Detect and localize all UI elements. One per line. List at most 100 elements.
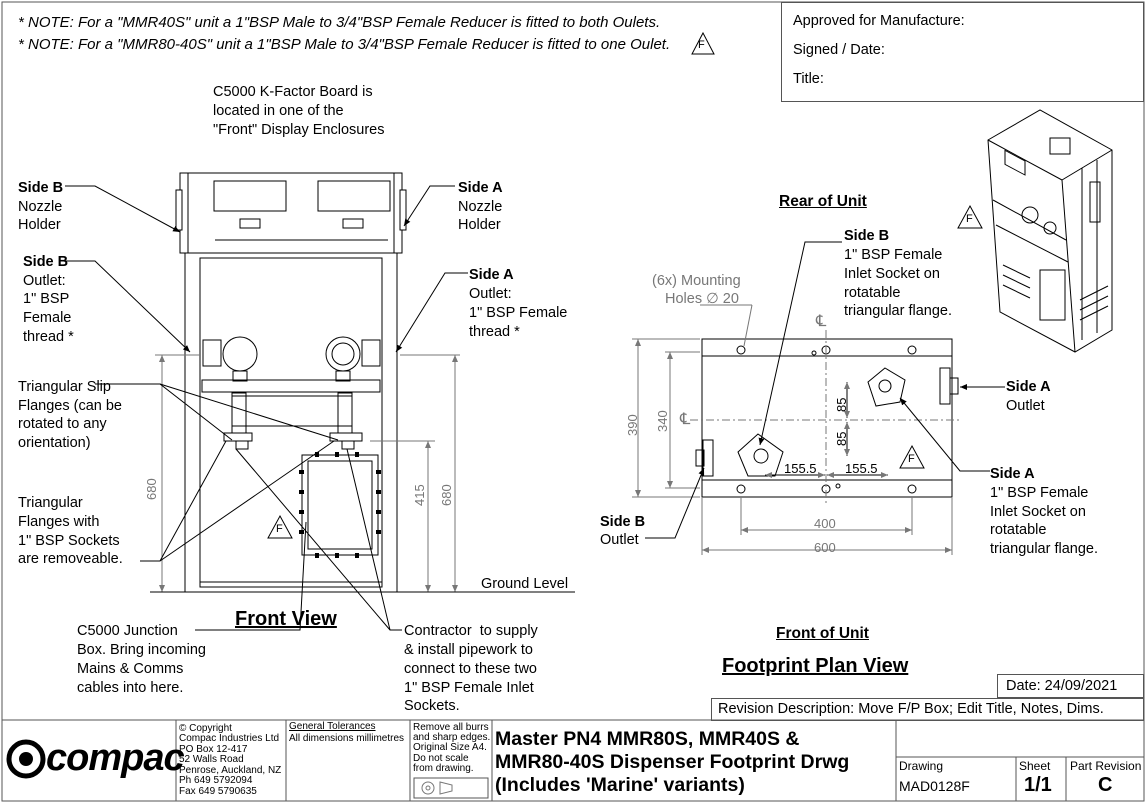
dim-680-right: 680 [439, 484, 454, 506]
plan-side-b-inlet-line-1: 1" BSP Female [844, 247, 943, 263]
title-label: Title: [793, 71, 824, 87]
tri-flanges-line-2: Flanges with [18, 514, 100, 530]
scale-symbol [421, 781, 453, 795]
part-revision-value: C [1098, 774, 1113, 796]
plan-view-leaders [645, 241, 1005, 539]
junction-line-2: Box. Bring incoming [77, 642, 206, 658]
approved-label: Approved for Manufacture: [793, 13, 965, 29]
plan-side-a-inlet-line-2: Inlet Socket on [990, 504, 1086, 520]
plan-view-dimensions [632, 304, 953, 555]
approval-box [781, 2, 1144, 102]
side-b-nozzle-line-1: Nozzle [18, 199, 63, 215]
side-a-nozzle-line-1: Nozzle [458, 199, 503, 215]
f-symbol-notes: F [698, 39, 705, 51]
front-view-drawing [175, 172, 407, 593]
side-b-nozzle-line-2: Holder [18, 217, 61, 233]
company-line-5: Penrose, Auckland, NZ [179, 765, 282, 776]
isometric-view [987, 109, 1113, 353]
part-revision-label: Part Revision [1070, 759, 1142, 773]
sheet-value: 1/1 [1024, 774, 1052, 796]
junction-box-bolts [299, 452, 381, 558]
dim-600: 600 [814, 540, 836, 555]
dim-390: 390 [625, 414, 640, 436]
plan-side-a-inlet-title: Side A [990, 466, 1035, 482]
contractor-line-4: 1" BSP Female Inlet [404, 680, 534, 696]
slip-flanges-line-3: rotated to any [18, 416, 107, 432]
side-a-outlet-line-1: Outlet: [469, 286, 512, 302]
title-line-2: MMR80-40S Dispenser Footprint Drwg [495, 751, 850, 773]
side-a-outlet-title: Side A [469, 267, 514, 283]
centerline-left: ℄ [680, 411, 691, 428]
plan-side-a-inlet-line-4: triangular flange. [990, 541, 1099, 557]
tolerances-text: All dimensions millimetres [289, 733, 405, 744]
side-b-outlet-title: Side B [23, 254, 69, 270]
dim-155-right: 155.5 [845, 461, 878, 476]
dim-155-left: 155.5 [784, 461, 817, 476]
plan-view-drawing [695, 338, 959, 498]
contractor-line-5: Sockets. [404, 698, 460, 714]
plan-side-a-inlet-line-1: 1" BSP Female [990, 485, 1089, 501]
revision-date: Date: 24/09/2021 [1006, 678, 1118, 694]
compac-logo-text: compac [46, 737, 185, 779]
side-b-outlet-line-4: thread * [23, 329, 74, 345]
kfactor-line-2: located in one of the [213, 103, 344, 119]
signed-label: Signed / Date: [793, 42, 885, 58]
burrs-line-5: from drawing. [413, 763, 474, 774]
compac-logo-mark [6, 739, 46, 779]
front-of-unit-label: Front of Unit [776, 625, 869, 642]
centerline-top: ℄ [816, 313, 827, 330]
plan-side-b-inlet-line-3: rotatable [844, 285, 901, 301]
plan-side-b-outlet-line-1: Outlet [600, 532, 639, 548]
company-line-3: PO Box 12-417 [179, 744, 248, 755]
burrs-line-4: Do not scale [413, 753, 469, 764]
f-symbol-front: F [276, 523, 283, 535]
front-view-dimensions [155, 354, 460, 593]
side-a-outlet-line-2: 1" BSP Female [469, 305, 568, 321]
rear-of-unit-label: Rear of Unit [779, 193, 867, 210]
company-line-1: © Copyright [179, 723, 232, 734]
tri-flanges-line-3: 1" BSP Sockets [18, 533, 120, 549]
slip-flanges-line-2: Flanges (can be [18, 398, 122, 414]
plan-side-b-inlet-title: Side B [844, 228, 890, 244]
tri-flanges-line-1: Triangular [18, 495, 83, 511]
slip-flanges-line-1: Triangular Slip [18, 379, 111, 395]
contractor-line-2: & install pipework to [404, 642, 533, 658]
side-b-nozzle-title: Side B [18, 180, 64, 196]
ground-level-label: Ground Level [481, 576, 569, 592]
revision-desc-box [711, 698, 1144, 721]
plan-inner-dims [765, 382, 888, 478]
side-b-outlet-line-2: 1" BSP [23, 291, 70, 307]
company-line-6: Ph 649 5792094 [179, 775, 253, 786]
burrs-line-3: Original Size A4. [413, 742, 487, 753]
junction-line-1: C5000 Junction [77, 623, 178, 639]
mounting-holes-line-1: (6x) Mounting [652, 273, 741, 289]
plan-side-a-outlet-title: Side A [1006, 379, 1051, 395]
mounting-holes-line-2: Holes ∅ 20 [665, 291, 739, 307]
plan-side-b-outlet-title: Side B [600, 514, 646, 530]
plan-side-b-inlet-line-4: triangular flange. [844, 303, 953, 319]
contractor-line-3: connect to these two [404, 661, 537, 677]
title-line-3: (Includes 'Marine' variants) [495, 774, 745, 796]
junction-line-4: cables into here. [77, 680, 184, 696]
burrs-line-2: and sharp edges. [413, 732, 491, 743]
sheet-label: Sheet [1019, 759, 1051, 773]
side-a-outlet-line-3: thread * [469, 324, 520, 340]
dim-680-left: 680 [144, 478, 159, 500]
drawing-label: Drawing [899, 759, 944, 773]
revision-description: Revision Description: Move F/P Box; Edit… [718, 701, 1104, 717]
dim-85-top: 85 [834, 397, 849, 412]
dim-340: 340 [655, 410, 670, 432]
mounting-holes [736, 345, 917, 494]
f-warning-symbols [267, 31, 983, 539]
title-line-1: Master PN4 MMR80S, MMR40S & [495, 728, 800, 750]
front-view-leaders [65, 185, 468, 631]
company-line-7: Fax 649 5790635 [179, 786, 257, 797]
contractor-line-1: Contractor to supply [404, 623, 538, 639]
plan-centerlines [690, 330, 960, 505]
side-a-nozzle-title: Side A [458, 180, 503, 196]
date-box [997, 674, 1144, 698]
drawing-number: MAD0128F [899, 778, 970, 794]
